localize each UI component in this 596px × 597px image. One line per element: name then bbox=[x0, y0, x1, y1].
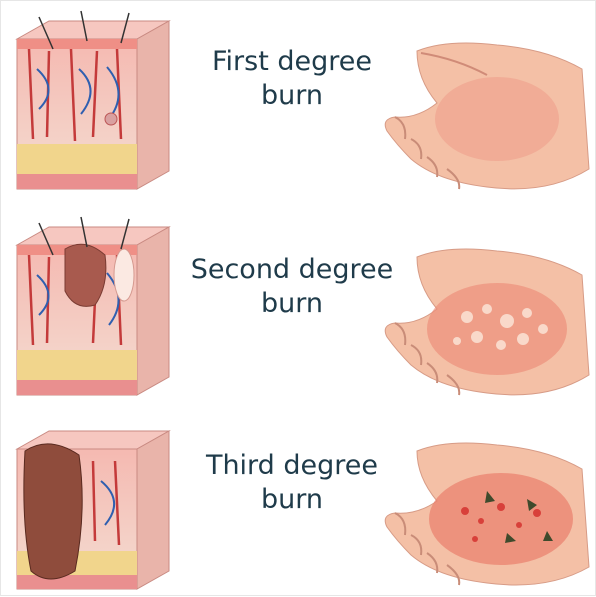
caption-line: burn bbox=[177, 483, 407, 517]
panel-first-degree: First degree burn bbox=[1, 9, 596, 205]
caption-second-degree: Second degree burn bbox=[177, 253, 407, 321]
caption-first-degree: First degree burn bbox=[177, 45, 407, 113]
skin-section-first-degree-icon bbox=[9, 9, 177, 205]
hand-charred-icon bbox=[377, 421, 595, 591]
caption-line: Second degree bbox=[177, 253, 407, 287]
caption-line: First degree bbox=[177, 45, 407, 79]
caption-line: burn bbox=[177, 79, 407, 113]
caption-third-degree: Third degree burn bbox=[177, 449, 407, 517]
hand-redness-icon bbox=[377, 19, 595, 195]
hand-blisters-icon bbox=[377, 225, 595, 401]
skin-section-third-degree-icon bbox=[9, 421, 177, 597]
panel-second-degree: Second degree burn bbox=[1, 215, 596, 411]
panel-third-degree: Third degree burn bbox=[1, 421, 596, 597]
skin-section-second-degree-icon bbox=[9, 215, 177, 411]
caption-line: Third degree bbox=[177, 449, 407, 483]
caption-line: burn bbox=[177, 287, 407, 321]
